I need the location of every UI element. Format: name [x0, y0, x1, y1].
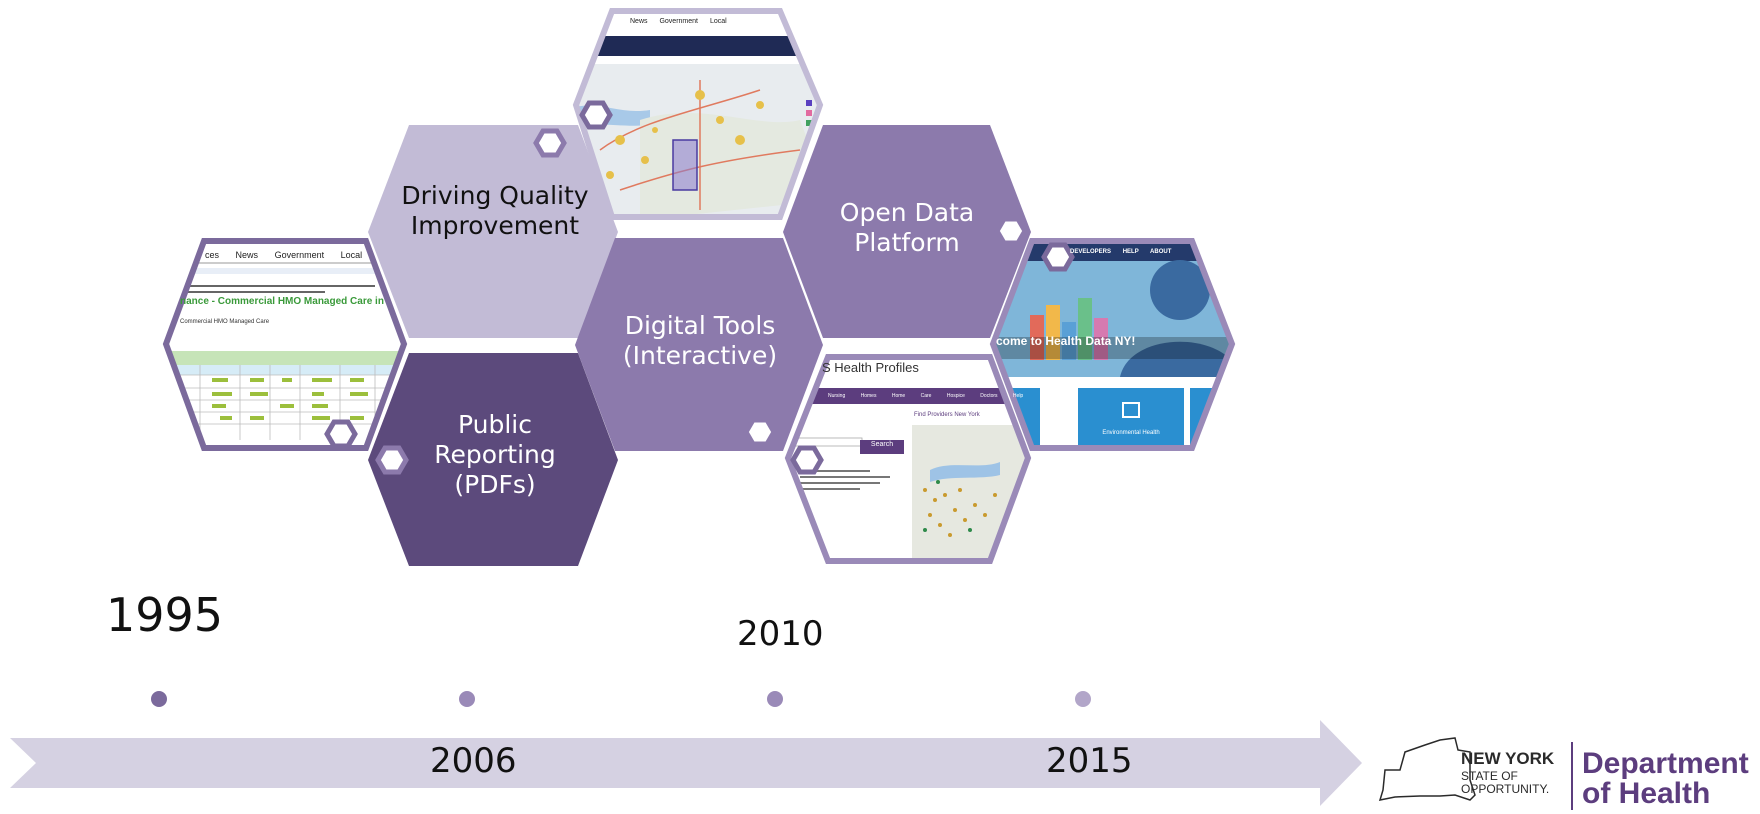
hex-digital-tools [575, 238, 823, 451]
hex-open-data [783, 125, 1031, 338]
timeline-dot-2015 [1075, 691, 1091, 707]
hmo-nav: ces News Government Local [205, 250, 362, 260]
logo-line-opportunity: OPPORTUNITY. [1461, 782, 1550, 796]
year-2006: 2006 [430, 741, 517, 781]
timeline-dot-2010 [767, 691, 783, 707]
health-profiles-map-title: Find Providers New York [914, 412, 980, 418]
year-2015: 2015 [1046, 741, 1133, 781]
hex-label-digital-tools: Digital Tools (Interactive) [622, 311, 778, 370]
year-2010: 2010 [737, 614, 824, 654]
health-profiles-nav: Nursing Homes Home Care Hospice Doctors … [828, 393, 1023, 399]
hex-badge-icon [579, 100, 613, 130]
hmo-title: nance - Commercial HMO Managed Care in [180, 296, 384, 307]
year-1995: 1995 [106, 588, 224, 642]
hex-label-driving-quality: Driving Quality Improvement [401, 181, 589, 240]
hex-badge-icon [790, 445, 824, 475]
health-profiles-title: S Health Profiles [822, 360, 919, 375]
hp-nav-item: Help [1012, 393, 1024, 399]
hmo-nav-item: ces [205, 250, 220, 260]
map-site-nav: News Government Local [630, 18, 727, 25]
hex-badge-icon [533, 128, 567, 158]
hp-nav-item: Nursing Homes [828, 393, 877, 399]
logo-line-new-york: NEW YORK [1461, 749, 1555, 768]
hmo-nav-item: News [235, 250, 259, 260]
hex-badge-icon [743, 417, 777, 447]
hdny-nav: DEVELOPERS HELP ABOUT [1070, 249, 1171, 255]
timeline-dot-2006 [459, 691, 475, 707]
health-profiles-search-button[interactable]: Search [870, 441, 894, 448]
hex-badge-icon [994, 216, 1028, 246]
nys-logo [1378, 737, 1573, 810]
hex-badge-icon [375, 445, 409, 475]
hdny-nav-item: DEVELOPERS [1070, 249, 1112, 255]
hdny-nav-item: ABOUT [1150, 249, 1172, 255]
screenshot-health-data-ny [989, 238, 1236, 451]
screenshot-health-profiles [784, 354, 1032, 564]
screenshot-hmo-report [162, 238, 408, 451]
hex-driving-quality [368, 125, 618, 338]
hmo-subtitle: Commercial HMO Managed Care [180, 319, 270, 325]
hex-public-reporting [368, 353, 618, 566]
map-nav-item: News [630, 18, 648, 25]
hmo-nav-item: Government [274, 250, 325, 260]
hp-nav-item: Hospice [946, 393, 965, 399]
screenshot-map-site [572, 8, 824, 220]
logo-of-health: of Health [1582, 777, 1711, 810]
logo-line-state-of: STATE OF [1461, 769, 1518, 783]
hex-badge-icon [1041, 242, 1075, 272]
timeline-arrow [10, 720, 1362, 806]
map-nav-item: Government [659, 18, 698, 25]
hdny-nav-item: HELP [1122, 249, 1139, 255]
map-nav-item: Local [709, 18, 727, 25]
timeline-dot-1995 [151, 691, 167, 707]
hp-nav-item: Home Care [891, 393, 932, 399]
hmo-nav-item: Local [340, 250, 363, 260]
hex-label-open-data: Open Data Platform [839, 198, 975, 257]
hdny-tile-label: Environmental Health [1102, 430, 1160, 436]
hex-badge-icon [324, 419, 358, 449]
logo-department: Department [1582, 747, 1749, 780]
hdny-banner: come to Health Data NY! [996, 334, 1136, 348]
hp-nav-item: Doctors [980, 393, 998, 399]
new-york-state-outline-icon [1378, 737, 1476, 801]
hex-label-public-reporting: Public Reporting (PDFs) [434, 410, 556, 499]
